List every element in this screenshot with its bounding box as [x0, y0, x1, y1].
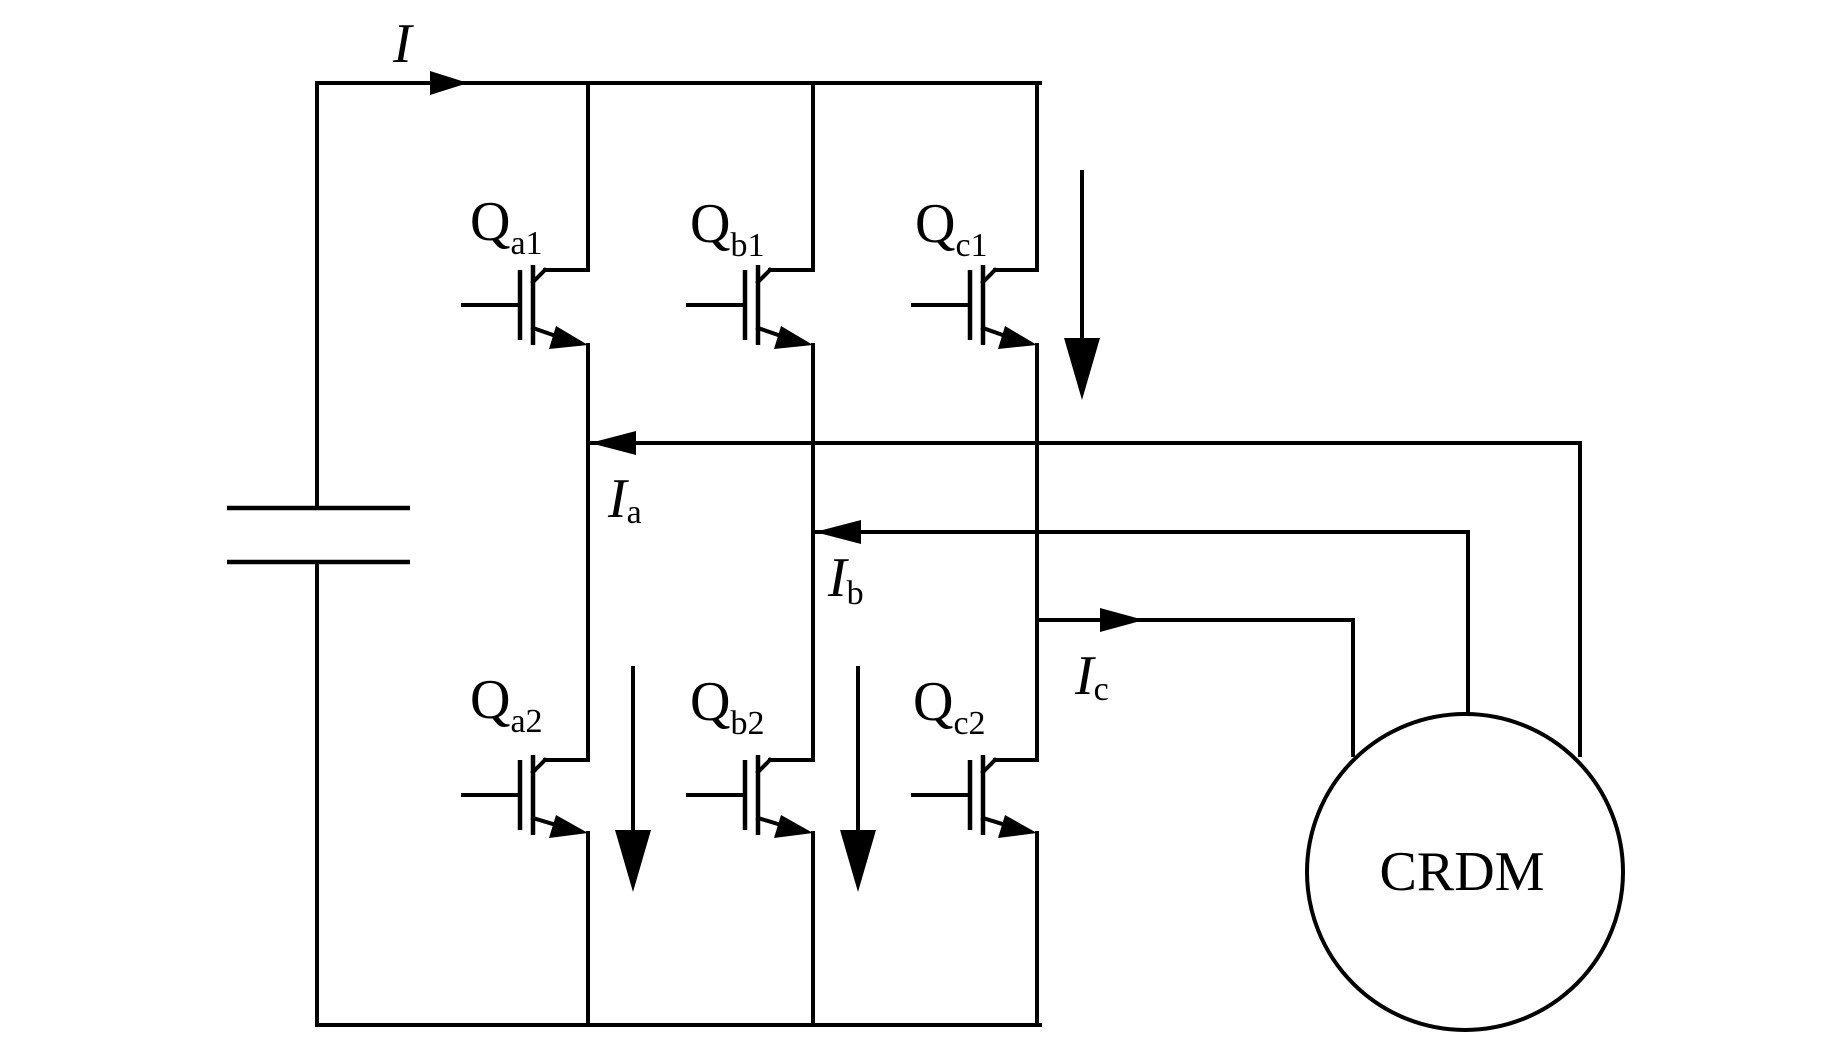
- motor-circle: [1305, 712, 1625, 1032]
- leg-b-top: [768, 81, 815, 272]
- label-current-ia: Ia: [607, 468, 642, 531]
- label-qa1: Qa1: [470, 191, 543, 262]
- label-current-i: I: [392, 13, 414, 75]
- label-qc1: Qc1: [915, 193, 988, 264]
- leg-b-middle: [768, 343, 815, 762]
- igbt-qc1: [911, 265, 1037, 349]
- label-qb2: Qb2: [690, 671, 764, 742]
- motor-label: CRDM: [1380, 841, 1545, 903]
- dc-bus: [227, 71, 1042, 1027]
- motor-wires: [586, 431, 1582, 757]
- label-qa2: Qa2: [470, 669, 543, 740]
- igbt-qc2: [911, 755, 1037, 838]
- leg-a-top: [543, 81, 590, 272]
- label-current-ic: Ic: [1074, 645, 1109, 708]
- igbt-qb2: [686, 755, 813, 838]
- direction-arrows: [615, 170, 1100, 892]
- current-arrow-ib: [815, 520, 861, 544]
- label-qb1: Qb1: [690, 193, 764, 264]
- phase-a-wire: [586, 441, 1582, 757]
- current-arrow-i: [430, 71, 468, 95]
- phase-legs: [543, 81, 1039, 1027]
- current-arrow-ia: [590, 431, 636, 455]
- leg-c-middle: [993, 343, 1039, 762]
- leg-a-middle: [543, 343, 590, 762]
- igbt-qa1: [461, 265, 588, 349]
- label-qc2: Qc2: [913, 671, 986, 742]
- igbt-qb1: [686, 265, 813, 349]
- crdm-motor: CRDM: [1305, 712, 1625, 1032]
- leg-c-top: [993, 81, 1039, 272]
- label-current-ib: Ib: [827, 547, 864, 612]
- phase-b-wire: [811, 530, 1470, 714]
- current-arrow-ic: [1100, 608, 1144, 632]
- igbt-qa2: [461, 755, 588, 838]
